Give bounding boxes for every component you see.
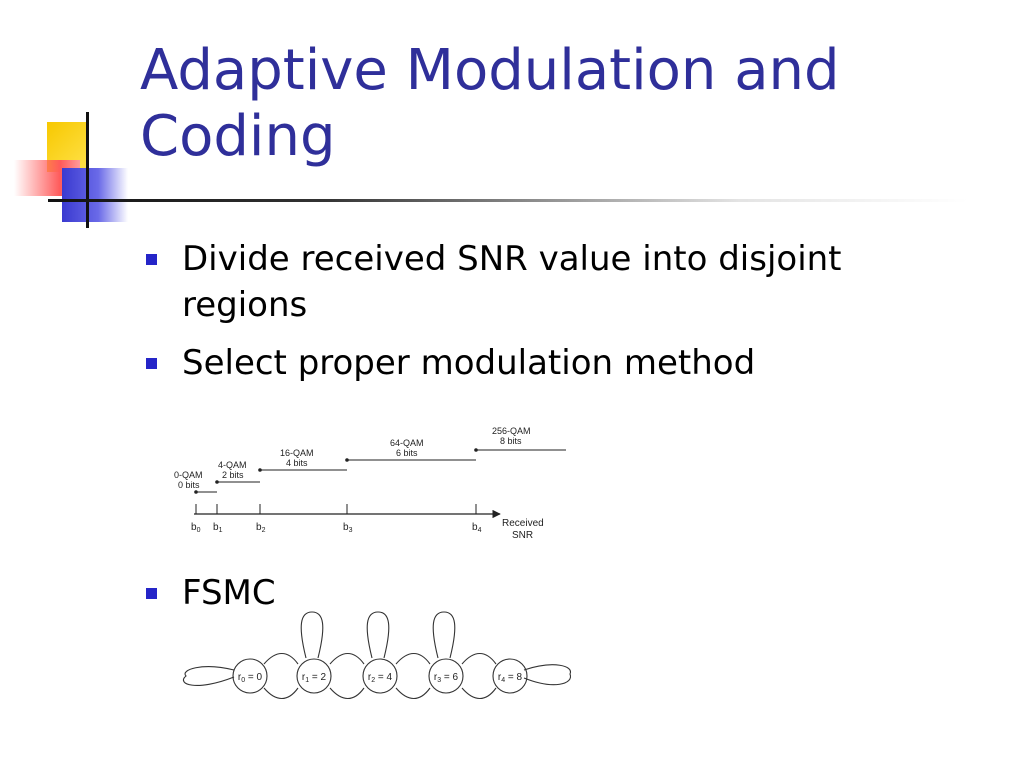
bullet-item: FSMC	[144, 570, 276, 616]
bullet-square-icon	[146, 254, 157, 265]
decor-vertical-line	[86, 112, 89, 228]
transition-arrow	[461, 687, 497, 700]
axis-label: SNR	[512, 530, 533, 541]
region-bits: 0 bits	[178, 480, 200, 490]
state-label: r2 = 4	[368, 672, 393, 684]
state-label: r0 = 0	[238, 672, 263, 684]
fsmc-state-diagram: r0 = 0 r1 = 2 r2 = 4 r3 = 6 r4 = 8	[183, 611, 571, 700]
threshold-label: b0	[191, 522, 201, 534]
threshold-label: b1	[213, 522, 223, 534]
self-loop-top	[300, 611, 324, 659]
transition-arrow	[329, 652, 365, 665]
bullet-square-icon	[146, 358, 157, 369]
title-underline	[48, 199, 968, 202]
self-loop-top	[366, 611, 390, 659]
region-name: 0-QAM	[174, 470, 203, 480]
region-start-dot	[194, 490, 198, 494]
region-bits: 2 bits	[222, 470, 244, 480]
state-label: r1 = 2	[302, 672, 327, 684]
threshold-label: b3	[343, 522, 353, 534]
region-bits: 6 bits	[396, 448, 418, 458]
self-loop-right	[523, 664, 571, 686]
region-bits: 4 bits	[286, 458, 308, 468]
region-start-dot	[258, 468, 262, 472]
region-bits: 8 bits	[500, 436, 522, 446]
region-name: 64-QAM	[390, 438, 424, 448]
axis-label: Received	[502, 518, 544, 529]
self-loop-top	[432, 611, 456, 659]
self-loop-left	[183, 666, 235, 686]
bullet-text: Divide received SNR value into disjoint …	[182, 239, 842, 325]
transition-arrow	[263, 687, 299, 700]
region-start-dot	[474, 448, 478, 452]
state-circle	[296, 658, 332, 694]
bullet-list: Divide received SNR value into disjoint …	[144, 236, 904, 398]
state-circle	[362, 658, 398, 694]
bullet-item: Select proper modulation method	[144, 340, 904, 386]
transition-arrow	[263, 652, 299, 665]
state-label: r4 = 8	[498, 672, 523, 684]
transition-arrow	[461, 652, 497, 665]
region-start-dot	[345, 458, 349, 462]
threshold-label: b2	[256, 522, 266, 534]
state-circle	[492, 658, 528, 694]
bullet-item: Divide received SNR value into disjoint …	[144, 236, 904, 328]
bullet-text: FSMC	[182, 573, 276, 613]
threshold-label: b4	[472, 522, 482, 534]
region-name: 4-QAM	[218, 460, 247, 470]
transition-arrow	[395, 652, 431, 665]
region-name: 16-QAM	[280, 448, 314, 458]
slide-title: Adaptive Modulation and Coding	[140, 38, 840, 169]
bullet-text: Select proper modulation method	[182, 343, 756, 383]
state-circle	[232, 658, 268, 694]
region-start-dot	[215, 480, 219, 484]
transition-arrow	[395, 687, 431, 700]
state-label: r3 = 6	[434, 672, 459, 684]
region-name: 256-QAM	[492, 426, 531, 436]
bullet-square-icon	[146, 588, 157, 599]
transition-arrow	[329, 687, 365, 700]
decor-blue-square	[62, 168, 128, 222]
state-circle	[428, 658, 464, 694]
snr-region-diagram: Received SNR b0 b1 b2 b3 b4 0-QAM 0 bits…	[174, 426, 566, 541]
